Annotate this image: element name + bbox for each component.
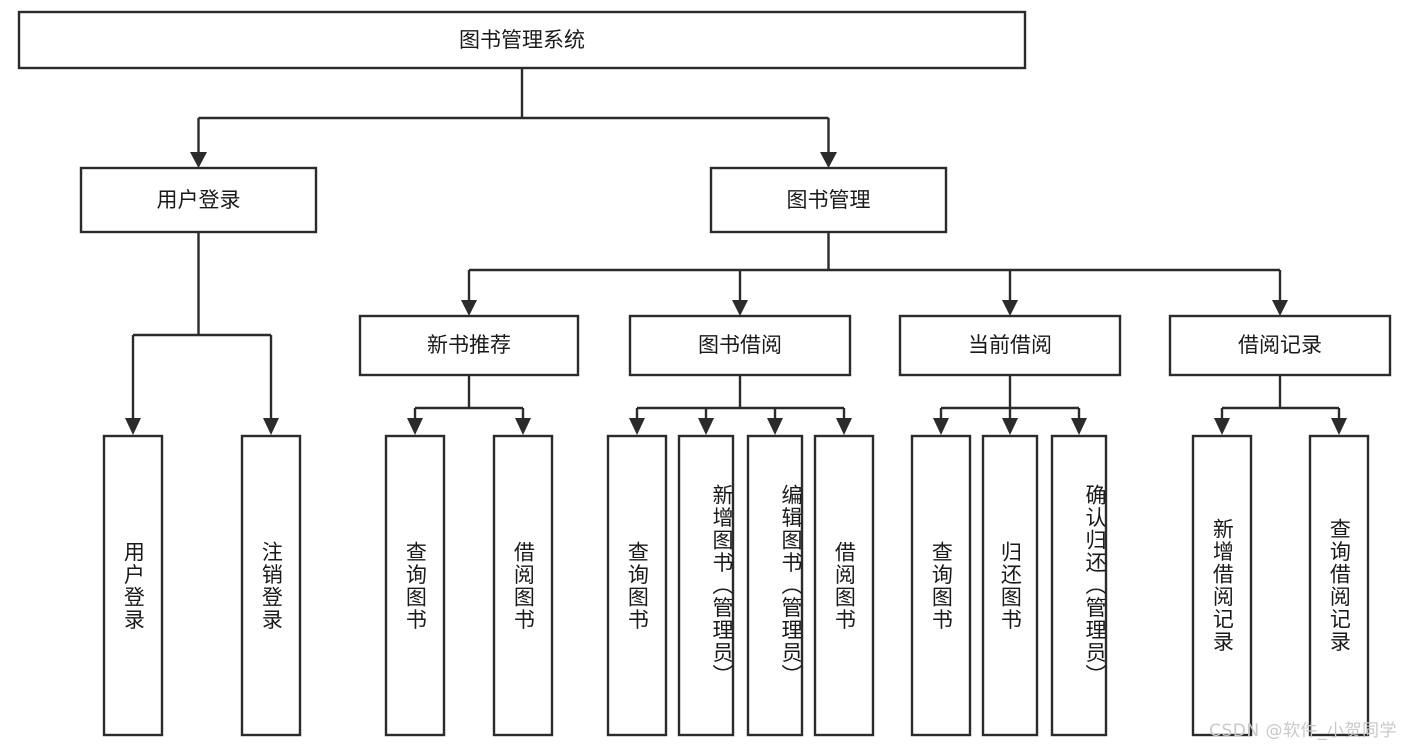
arrow-head-leaf-query-book-2 [629, 418, 645, 435]
node-box-leaf-query-book-1[interactable] [384, 434, 446, 737]
arrow-head-leaf-query-record [1331, 418, 1347, 435]
node-label-new-book-recommend: 新书推荐 [427, 333, 511, 357]
connector-group-user-login [125, 232, 279, 435]
node-box-leaf-query-book-3[interactable] [910, 434, 972, 737]
node-box-book-borrow[interactable] [628, 314, 852, 377]
arrow-head-leaf-add-record [1214, 418, 1230, 435]
node-label-user-login: 用户登录 [157, 188, 241, 212]
arrow-head-leaf-return-book [1002, 418, 1018, 435]
node-label-borrow-record: 借阅记录 [1238, 333, 1322, 357]
arrow-head-leaf-confirm-return [1071, 418, 1087, 435]
node-box-root[interactable] [17, 10, 1027, 70]
arrow-head-leaf-user-login [125, 418, 141, 435]
arrow-head-borrow-record [1272, 300, 1288, 316]
node-box-leaf-add-book[interactable] [677, 434, 735, 737]
node-box-leaf-edit-book[interactable] [746, 434, 804, 737]
connector-group-current-borrow [933, 375, 1087, 435]
connector-group-book-borrow [629, 375, 852, 435]
csdn-watermark: CSDN @软件_小贺同学 [1209, 721, 1397, 741]
arrow-head-book-manage [820, 152, 837, 168]
node-box-current-borrow[interactable] [898, 314, 1122, 377]
node-label-current-borrow: 当前借阅 [968, 333, 1052, 357]
node-box-new-book-recommend[interactable] [358, 314, 580, 377]
arrow-head-book-borrow [732, 300, 748, 316]
node-box-leaf-add-record[interactable] [1191, 434, 1253, 737]
connector-group-book-manage [461, 232, 1288, 316]
node-label-root: 图书管理系统 [459, 28, 585, 52]
arrow-head-new-book-recommend [461, 300, 477, 316]
node-box-leaf-query-book-2[interactable] [606, 434, 668, 737]
connector-group-root [190, 68, 837, 168]
node-box-leaf-query-record[interactable] [1308, 434, 1370, 737]
node-box-user-login[interactable] [79, 166, 318, 234]
arrow-head-leaf-user-logout [263, 418, 279, 435]
node-box-leaf-borrow-book-1[interactable] [492, 434, 554, 737]
node-box-leaf-user-logout[interactable] [240, 434, 302, 737]
arrow-head-leaf-borrow-book-2 [836, 418, 852, 435]
node-box-leaf-return-book[interactable] [981, 434, 1039, 737]
node-box-leaf-user-login[interactable] [102, 434, 164, 737]
node-box-leaf-borrow-book-2[interactable] [813, 434, 875, 737]
arrow-head-leaf-query-book-1 [407, 418, 423, 435]
node-label-book-manage: 图书管理 [787, 188, 871, 212]
node-box-borrow-record[interactable] [1168, 314, 1392, 377]
arrow-head-current-borrow [1002, 300, 1018, 316]
node-box-leaf-confirm-return[interactable] [1050, 434, 1108, 737]
arrow-head-leaf-query-book-3 [933, 418, 949, 435]
arrow-head-leaf-borrow-book-1 [515, 418, 531, 435]
connector-group-new-book-recommend [407, 375, 531, 435]
node-box-book-manage[interactable] [709, 166, 948, 234]
arrow-head-leaf-edit-book [767, 418, 783, 435]
connector-group-borrow-record [1214, 375, 1347, 435]
arrow-head-leaf-add-book [698, 418, 714, 435]
node-label-book-borrow: 图书借阅 [698, 333, 782, 357]
arrow-head-user-login [190, 152, 207, 168]
